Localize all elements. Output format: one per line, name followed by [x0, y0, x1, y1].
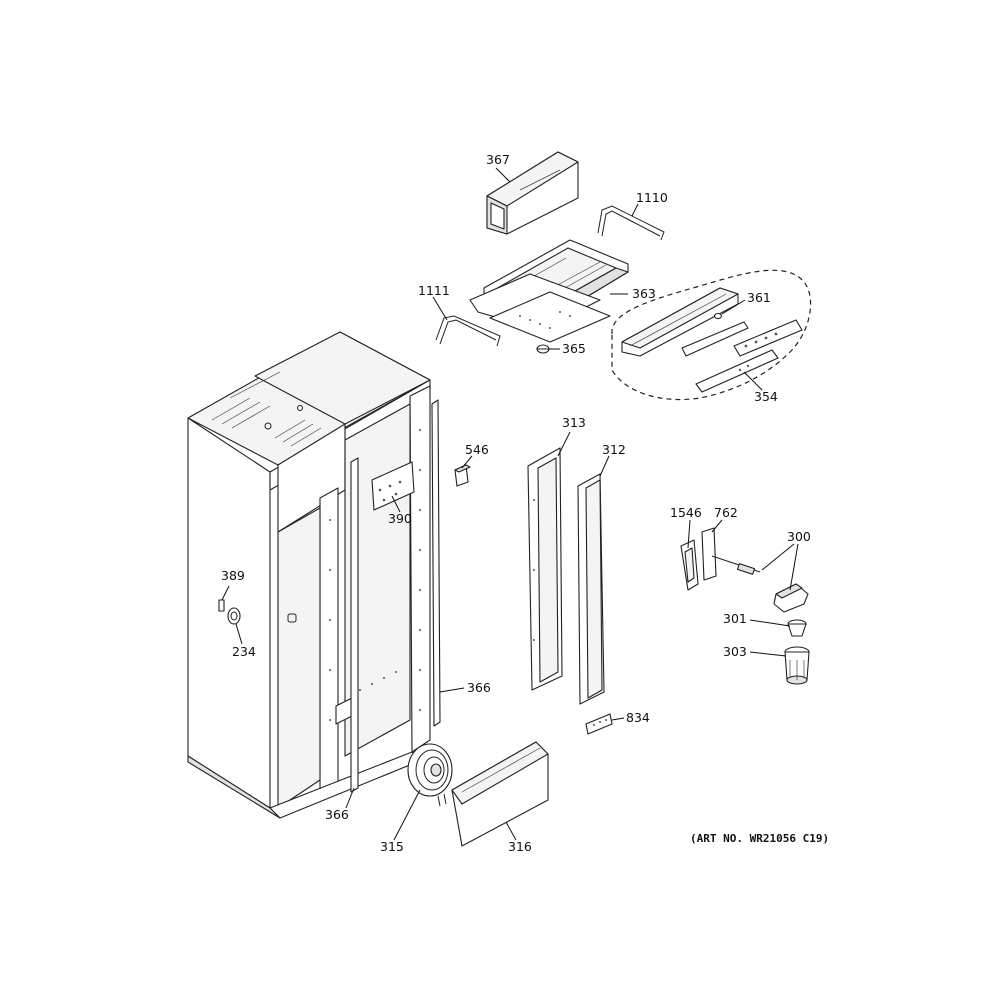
callout-315: 315: [380, 839, 404, 854]
callout-366-bottom: 366: [325, 807, 349, 822]
callout-1110: 1110: [636, 190, 668, 205]
part-546-block[interactable]: [454, 464, 471, 487]
part-303-knob[interactable]: [784, 646, 810, 685]
art-number: (ART NO. WR21056 C19): [690, 832, 829, 845]
callout-834: 834: [626, 710, 650, 725]
callout-316: 316: [508, 839, 532, 854]
part-312-side-panel[interactable]: [577, 473, 605, 705]
refrigerator-cabinet: [187, 331, 431, 819]
part-365-clip[interactable]: [536, 344, 550, 354]
part-234-grommet: [227, 607, 241, 625]
callout-363: 363: [632, 286, 656, 301]
callout-367: 367: [486, 152, 510, 167]
part-1110-bracket[interactable]: [597, 205, 665, 241]
callout-300: 300: [787, 529, 811, 544]
part-363-upper-housing[interactable]: [469, 239, 629, 343]
callout-366-right: 366: [467, 680, 491, 695]
callout-390: 390: [388, 511, 412, 526]
part-762-foam-block[interactable]: [701, 527, 717, 581]
callout-1111: 1111: [418, 283, 450, 298]
part-367-air-duct[interactable]: [486, 151, 579, 235]
part-366-trim-left[interactable]: [350, 457, 359, 793]
part-301-cup[interactable]: [787, 619, 807, 637]
part-366-trim-right[interactable]: [431, 399, 441, 727]
callout-313: 313: [562, 415, 586, 430]
part-354-control-kit[interactable]: [611, 269, 812, 401]
callout-389: 389: [221, 568, 245, 583]
part-316-kick-plate[interactable]: [451, 741, 549, 847]
callout-312: 312: [602, 442, 626, 457]
callout-546: 546: [465, 442, 489, 457]
part-834-badge[interactable]: [585, 713, 613, 735]
callout-365: 365: [562, 341, 586, 356]
callout-labels: 367 1110 1111 363 361 365 354 313 312 54…: [221, 152, 829, 854]
callout-234: 234: [232, 644, 256, 659]
leader-lines: [221, 167, 799, 841]
callout-1546: 1546: [670, 505, 702, 520]
callout-301: 301: [723, 611, 747, 626]
part-1111-bracket[interactable]: [435, 315, 501, 347]
callout-762: 762: [714, 505, 738, 520]
part-389-clip: [218, 599, 225, 612]
part-313-side-panel[interactable]: [527, 447, 563, 691]
callout-354: 354: [754, 389, 778, 404]
part-300-thermistor[interactable]: [711, 555, 809, 613]
callout-361: 361: [747, 290, 771, 305]
part-315-fan[interactable]: [407, 743, 453, 807]
part-1546-bracket[interactable]: [680, 539, 699, 591]
callout-303: 303: [723, 644, 747, 659]
